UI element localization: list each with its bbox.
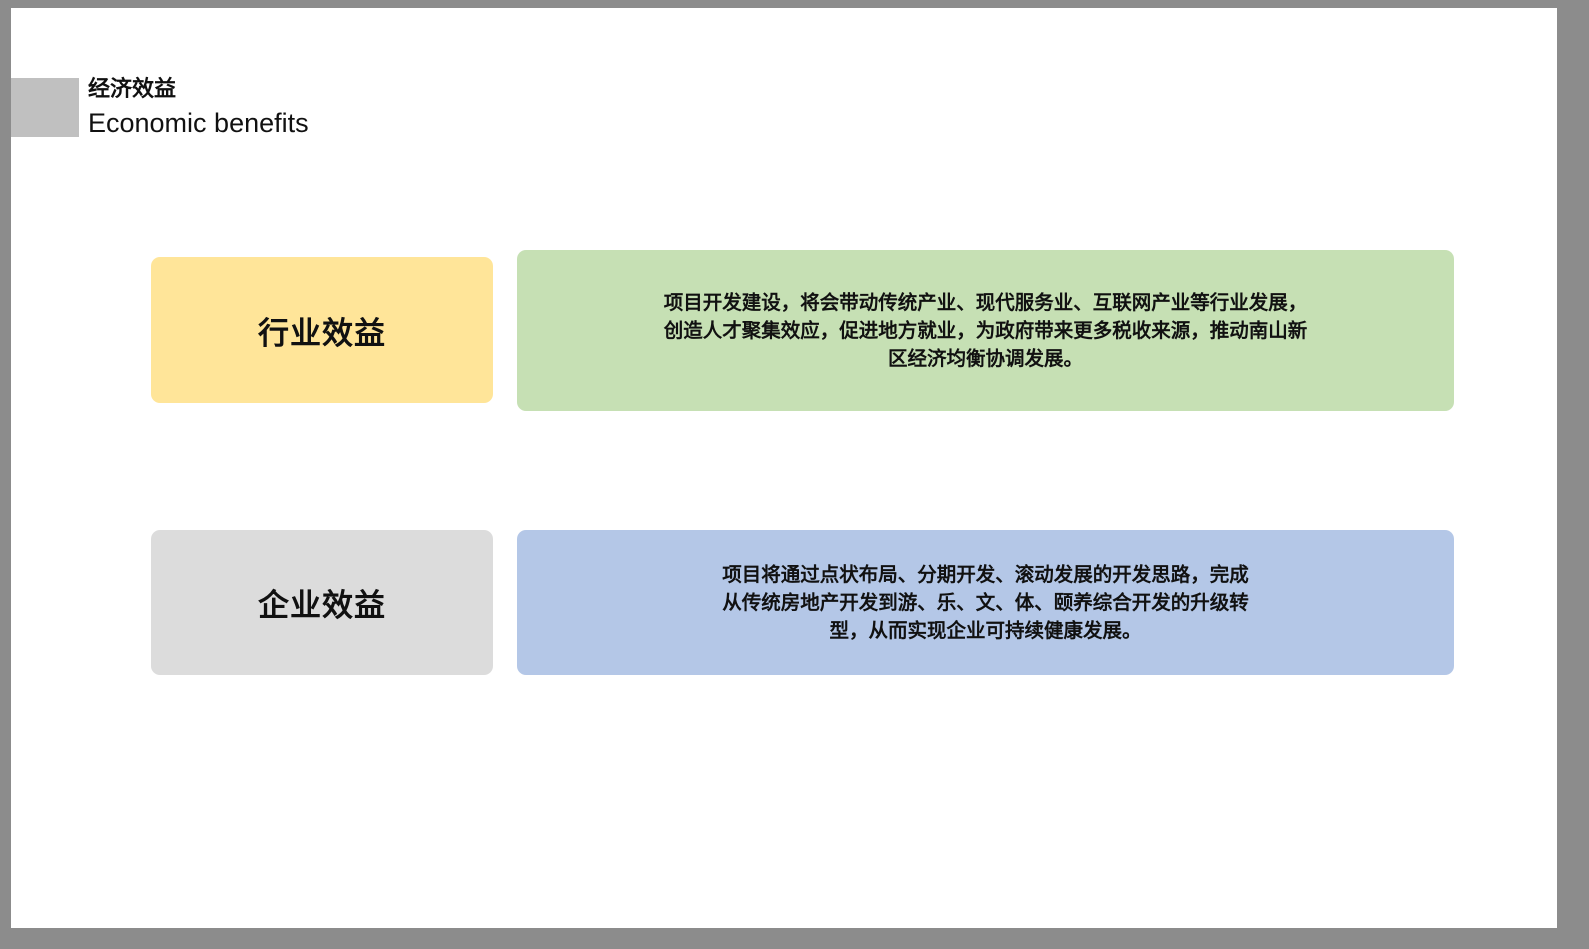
enterprise-benefit-label: 企业效益 (151, 530, 493, 675)
industry-benefit-description-text: 项目开发建设，将会带动传统产业、现代服务业、互联网产业等行业发展，创造人才聚集效… (663, 290, 1308, 370)
industry-benefit-description: 项目开发建设，将会带动传统产业、现代服务业、互联网产业等行业发展，创造人才聚集效… (517, 250, 1454, 411)
industry-benefit-label-text: 行业效益 (258, 315, 386, 352)
slide: 经济效益 Economic benefits 行业效益 项目开发建设，将会带动传… (11, 8, 1557, 928)
industry-benefit-label: 行业效益 (151, 257, 493, 403)
enterprise-benefit-label-text: 企业效益 (258, 588, 386, 624)
enterprise-benefit-description: 项目将通过点状布局、分期开发、滚动发展的开发思路，完成从传统房地产开发到游、乐、… (517, 530, 1454, 675)
enterprise-benefit-description-text: 项目将通过点状布局、分期开发、滚动发展的开发思路，完成从传统房地产开发到游、乐、… (722, 562, 1249, 642)
page-subtitle: Economic benefits (88, 108, 309, 138)
page-title: 经济效益 (88, 77, 177, 102)
title-accent-block (11, 78, 79, 137)
